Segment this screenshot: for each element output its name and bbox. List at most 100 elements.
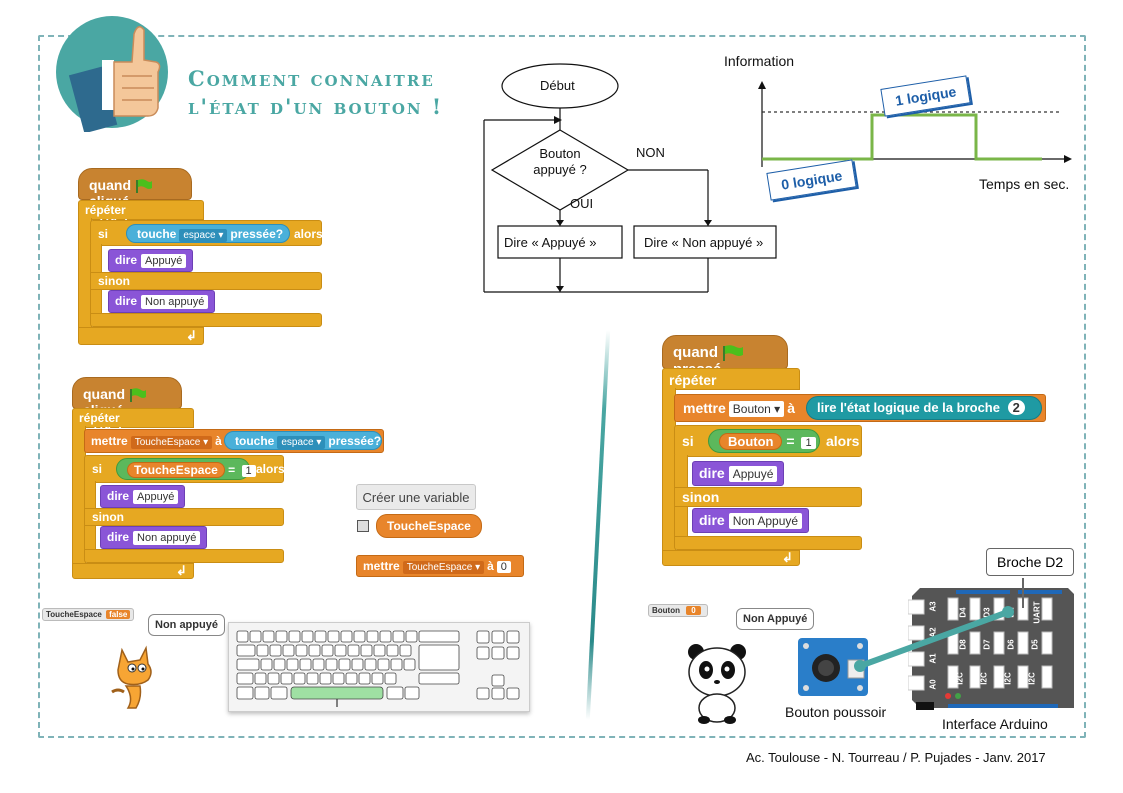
signal-line — [762, 113, 1042, 161]
script3-loop-arrow-icon: ↲ — [782, 550, 793, 565]
script2-when: quand — [83, 386, 125, 402]
script2-key-dropdown[interactable]: espace ▾ — [277, 436, 326, 449]
script1-say-yes-text[interactable]: Appuyé — [141, 254, 187, 268]
green-flag-icon — [135, 179, 153, 194]
script2-say-2: dire — [107, 530, 130, 544]
script2-set-var-dropdown[interactable]: ToucheEspace ▾ — [130, 436, 213, 449]
script2-if-label: si — [92, 462, 103, 476]
script3-if-label: si — [682, 433, 694, 449]
script3-if-end — [674, 536, 862, 550]
variable-reporter[interactable]: ToucheEspace — [376, 514, 482, 538]
script2-set-var: ToucheEspace — [134, 437, 201, 448]
flow-yes-label: OUI — [570, 196, 594, 211]
script2-else-label: sinon — [92, 510, 124, 524]
script1-forever[interactable]: répéter indéfiniment — [78, 200, 204, 231]
script3-read-pin[interactable]: lire l'état logique de la broche 2 — [806, 396, 1042, 420]
speech-bubble-left: Non appuyé — [148, 614, 225, 636]
script3-eq-value[interactable]: 1 — [801, 437, 816, 449]
green-flag-icon — [129, 388, 147, 403]
keyboard-image — [228, 622, 530, 712]
script1-when: quand — [89, 177, 131, 193]
script2-say-no-text[interactable]: Non appuyé — [133, 531, 201, 545]
script2-forever[interactable]: répéter indéfiniment — [72, 408, 194, 439]
space-key — [290, 686, 384, 700]
variable-checkbox[interactable] — [357, 520, 369, 532]
script1-if-label: si — [98, 227, 109, 241]
script3-say-no-text[interactable]: Non Appuyé — [728, 513, 803, 529]
port-i2c-4: I2C — [1027, 672, 1037, 685]
script2-key-sensor: touche — [235, 434, 275, 448]
script2-to: à — [215, 434, 222, 448]
variable-monitor-left: ToucheEspace false — [42, 608, 135, 621]
script3-say-2: dire — [699, 512, 725, 528]
signal-chart — [758, 81, 1072, 167]
panda-sprite — [682, 640, 752, 724]
script3-read: lire l'état logique de la broche — [817, 400, 1000, 415]
script3-set-var: Bouton — [732, 402, 771, 416]
monitor-left-value: false — [106, 610, 131, 619]
push-button-label: Bouton poussoir — [785, 704, 887, 720]
script2-equals[interactable]: ToucheEspace = 1 — [116, 458, 256, 480]
script2-hat[interactable]: quand cliqué — [72, 377, 182, 418]
script2-then-label: alors — [256, 462, 285, 476]
script1-say-2: dire — [115, 294, 138, 308]
flow-no-label: NON — [636, 145, 665, 160]
monitor-left-name: ToucheEspace — [46, 610, 102, 619]
script3-else-label: sinon — [682, 489, 720, 505]
flowchart — [483, 63, 777, 293]
script2-pressed: pressée? — [328, 434, 382, 448]
page-title-line1: Comment connaitre — [188, 66, 435, 91]
create-variable-button[interactable]: Créer une variable — [356, 484, 476, 510]
script3-pin-value[interactable]: 2 — [1007, 400, 1025, 415]
script2-say-yes-text[interactable]: Appuyé — [133, 490, 179, 504]
script1-else-label: sinon — [98, 274, 130, 288]
script3-eq: = — [786, 433, 795, 449]
pin-callout-pointer — [1022, 578, 1024, 608]
script1-hat[interactable]: quand cliqué — [78, 168, 192, 209]
variable-set-value[interactable]: 0 — [496, 561, 511, 573]
script1-else — [90, 272, 322, 290]
script3-equals[interactable]: Bouton = 1 — [708, 429, 820, 453]
script3-to: à — [787, 400, 795, 416]
speech-bubble-right: Non Appuyé — [736, 608, 815, 630]
script2-forever-end — [72, 563, 194, 579]
script1-forever-end — [78, 327, 204, 345]
script1-key-name: espace — [183, 230, 216, 241]
script3-forever-end — [662, 550, 800, 566]
port-a0: A0 — [928, 679, 938, 690]
arduino-label: Interface Arduino — [942, 716, 1048, 732]
arduino-board — [907, 584, 1078, 714]
script3-set: mettre — [683, 400, 726, 416]
script1-pressed: pressée? — [230, 227, 284, 241]
variable-set-label: mettre — [363, 559, 400, 573]
port-d5: D5 — [1030, 639, 1040, 650]
script1-key-dropdown[interactable]: espace ▾ — [179, 229, 228, 242]
thumbs-up-icon — [52, 12, 172, 134]
flow-start: Début — [540, 78, 575, 93]
script3-hat[interactable]: quand pressé — [662, 335, 788, 378]
script3-set-var-dropdown[interactable]: Bouton ▾ — [728, 401, 785, 417]
flow-action-no: Dire « Non appuyé » — [644, 235, 764, 250]
script1-loop-arrow-icon: ↲ — [186, 328, 197, 343]
monitor-right-value: 0 — [686, 606, 701, 615]
script2-eq: = — [228, 463, 236, 477]
variable-set-dropdown[interactable]: ToucheEspace ▾ — [402, 561, 485, 574]
script3-forever[interactable]: répéter indéfiniment — [662, 368, 800, 404]
push-button-module — [796, 636, 870, 698]
script2-eq-value[interactable]: 1 — [241, 465, 256, 477]
script2-equals-var: ToucheEspace — [127, 462, 225, 478]
page-title-line2: l'état d'un bouton ! — [188, 94, 444, 119]
script1-say-no-text[interactable]: Non appuyé — [141, 295, 209, 309]
green-flag-icon — [722, 345, 744, 362]
script3-say-yes-text[interactable]: Appuyé — [728, 466, 778, 482]
script2-say: dire — [107, 489, 130, 503]
